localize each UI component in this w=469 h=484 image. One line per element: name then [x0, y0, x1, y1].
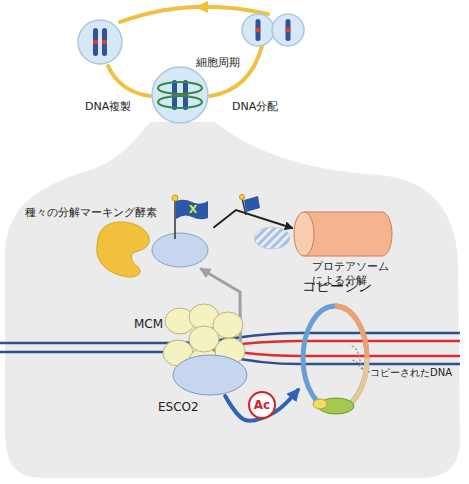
cell-symbol: [242, 14, 274, 46]
cell-symbol: [272, 14, 304, 46]
proteasome-part: [304, 212, 392, 256]
proteasome-cylinder: プロテアソーム による分解: [292, 208, 397, 288]
cell-symbol: [78, 14, 304, 123]
cohesin-ring-outline: [298, 278, 376, 413]
esco2-ellipse: ESCO2: [172, 354, 248, 396]
cell-symbol: [102, 28, 107, 56]
cell-symbol: [78, 20, 122, 64]
flag-part: [152, 233, 208, 267]
cycle-arrow: [210, 46, 262, 96]
cycle-arrow: [108, 1, 268, 96]
cell-symbol: [152, 67, 208, 123]
enzyme-part: [97, 222, 150, 277]
text-label: 細胞周期: [196, 56, 240, 69]
node-text: Ac: [248, 391, 276, 419]
text-label: DNA複製: [85, 100, 131, 113]
cohesin-ring: コヒーシン: [298, 278, 376, 413]
flag-part: [174, 199, 176, 239]
cohesin-part: [335, 306, 367, 358]
cell-symbol: [93, 40, 98, 45]
node-text: コヒーシン: [292, 278, 382, 296]
node-text: MCM: [134, 317, 174, 332]
degraded-fragment: [240, 195, 245, 200]
cell-symbol: [286, 19, 291, 41]
degraded-fragment: [240, 195, 291, 250]
node-text: ESCO2: [158, 400, 218, 415]
text-label: DNA分配: [232, 100, 278, 113]
degraded-fragment: [244, 196, 260, 212]
background-blob: [5, 122, 460, 478]
marked-protein: X: [150, 193, 214, 269]
enzyme-shape: 種々の分解マーキング酵素: [25, 206, 165, 278]
esco2-part: [173, 355, 247, 395]
cell-symbol: [286, 28, 291, 33]
connector-arrow: [225, 390, 298, 421]
node-text: 種々の分解マーキング酵素: [25, 206, 165, 220]
acetyl-mark: Ac: [248, 391, 276, 419]
connector-arrow: [214, 210, 292, 228]
mcm-part: [189, 326, 219, 352]
degraded-fragment: [254, 227, 290, 249]
marked-protein-outline: [150, 193, 214, 269]
cycle-arrow: [194, 1, 208, 13]
cell-symbol: [256, 28, 261, 33]
proteasome-part: [294, 212, 314, 256]
cell-symbol: [93, 28, 98, 56]
cell-symbol: [256, 19, 261, 41]
cycle-arrow: [108, 66, 150, 96]
esco2-ellipse-outline: [172, 354, 248, 396]
cell-symbol: [102, 40, 107, 45]
node-text: X: [178, 203, 208, 217]
cohesin-part: [303, 306, 367, 410]
cell-symbol: [183, 80, 188, 110]
background-blob: [5, 122, 460, 478]
cohesin-part: [313, 399, 327, 409]
cell-symbol: [158, 96, 202, 108]
flag-part: [176, 200, 208, 220]
ac-part: [249, 392, 275, 418]
cell-symbol: [172, 80, 177, 110]
flag-part: [172, 195, 178, 201]
cell-symbol: [158, 82, 202, 94]
text-label: コピーされたDNA: [370, 367, 452, 379]
